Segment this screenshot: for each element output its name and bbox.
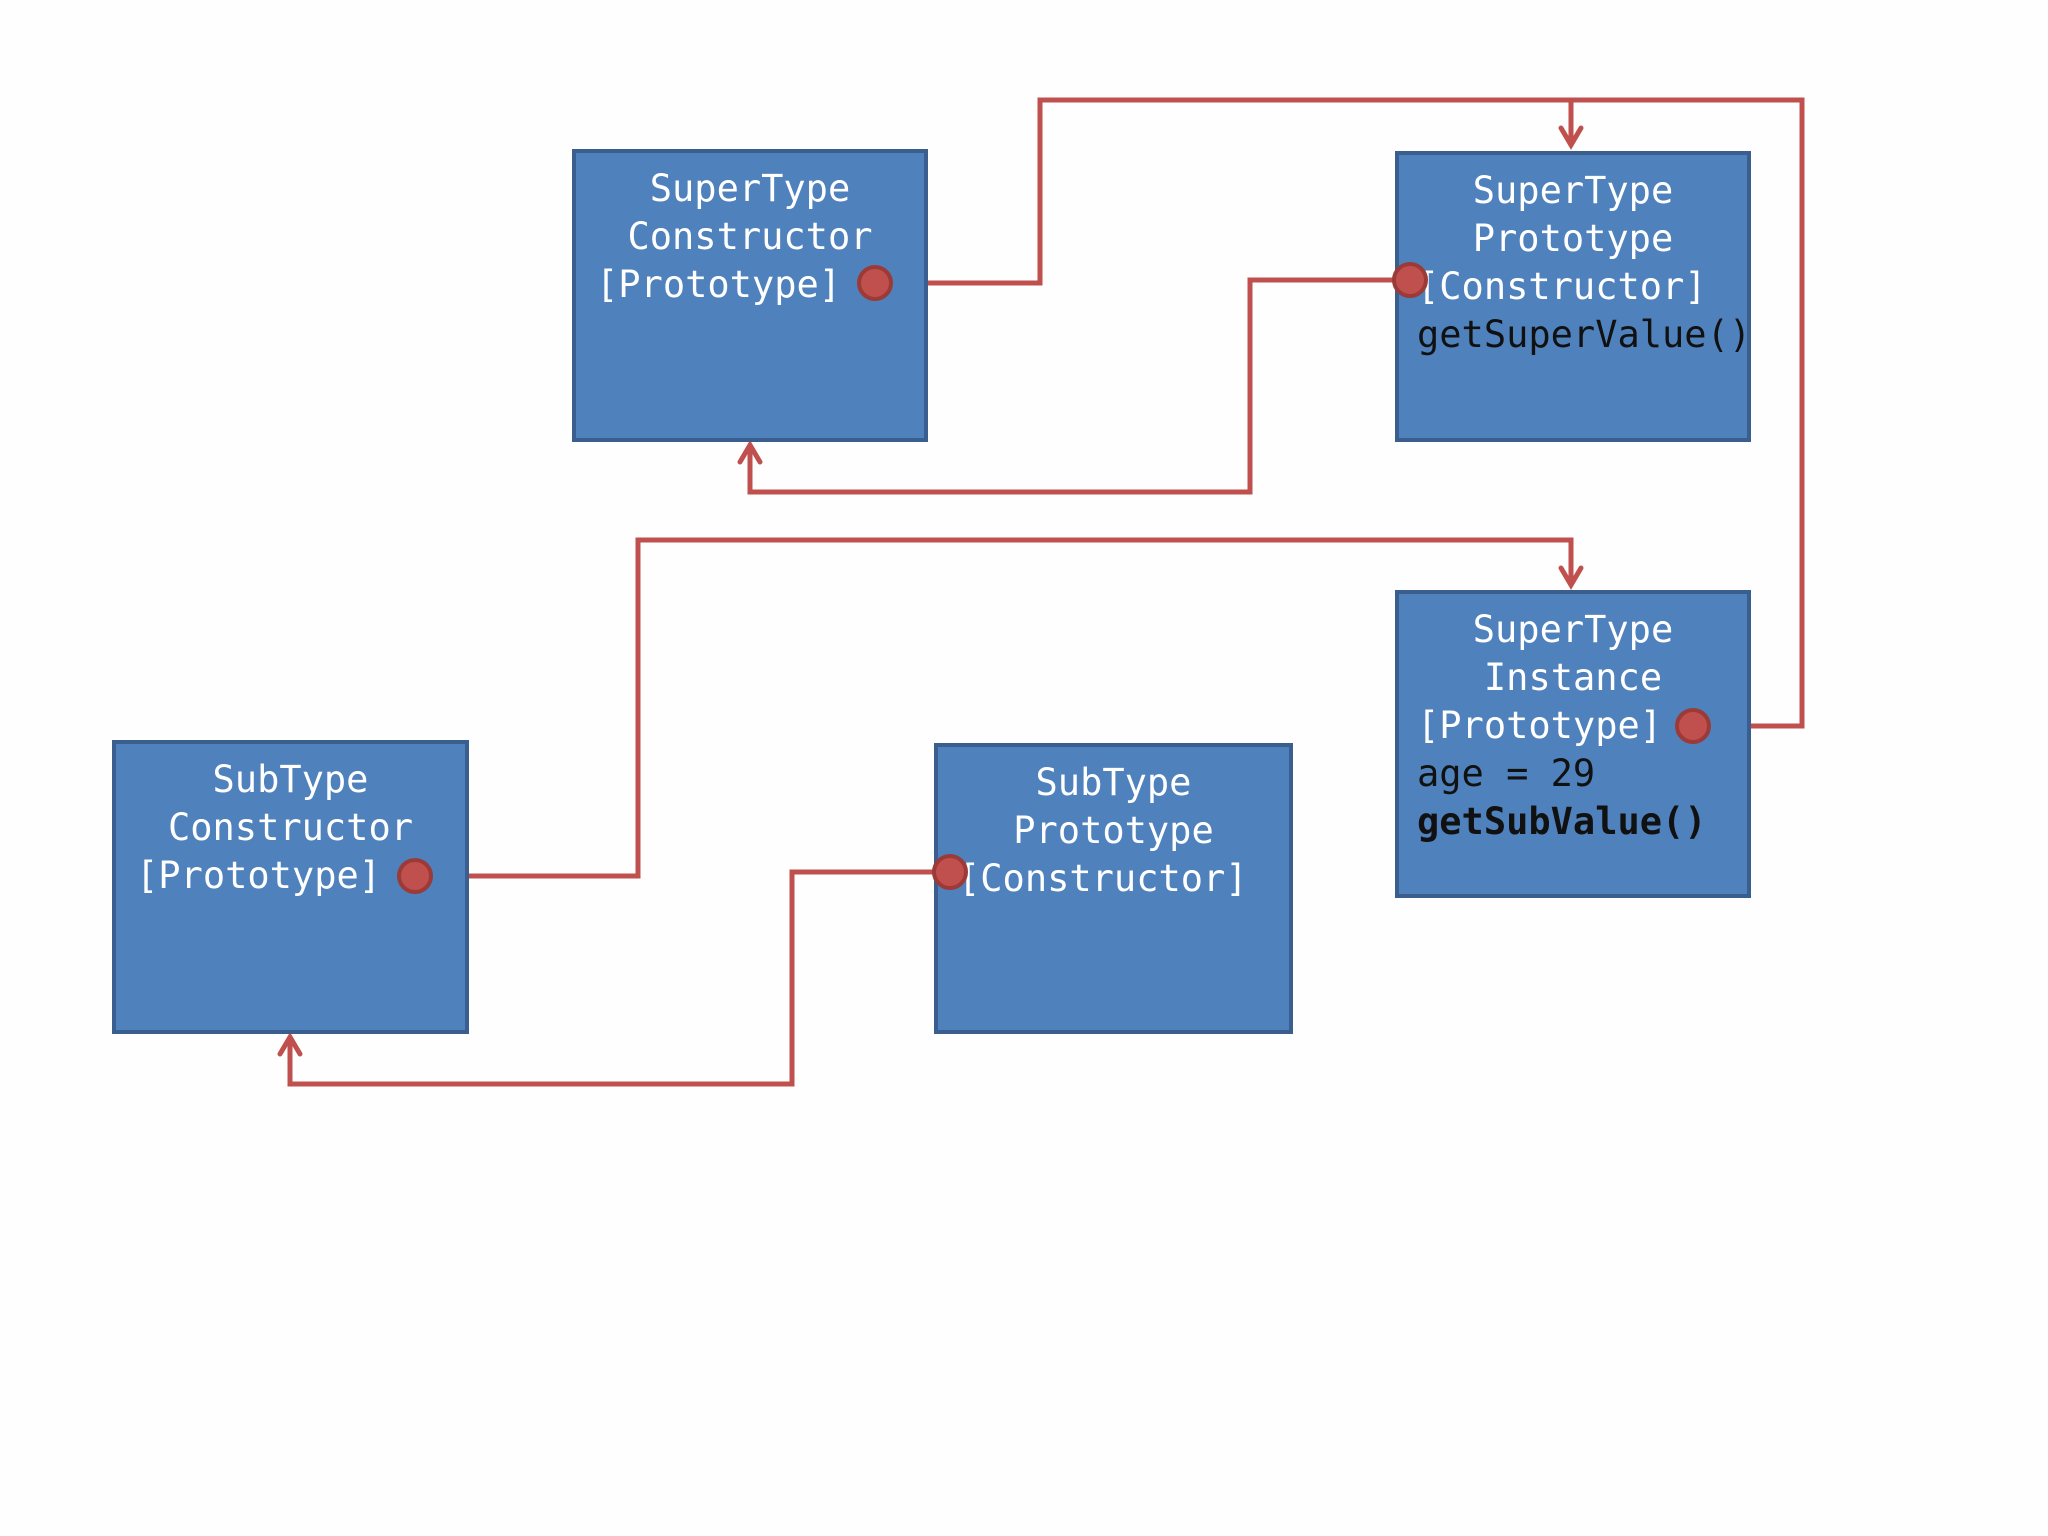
box-title-line: Constructor bbox=[167, 806, 414, 849]
constructor-field: [Constructor] bbox=[1417, 265, 1707, 308]
box-title-line: Prototype bbox=[1472, 217, 1674, 260]
arrowhead-supertype-prototype-top bbox=[1558, 125, 1584, 150]
supertype-instance-box: SuperType Instance [Prototype] age = 29 … bbox=[1395, 590, 1751, 898]
box-title-line: SubType bbox=[1035, 761, 1192, 804]
subtype-constructor-prototype-dot bbox=[397, 858, 433, 894]
supertype-constructor-box: SuperType Constructor [Prototype] bbox=[572, 149, 928, 442]
box-title-line: SuperType bbox=[649, 167, 851, 210]
prototype-field: [Prototype] bbox=[1417, 704, 1663, 747]
supertype-prototype-box: SuperType Prototype [Constructor] getSup… bbox=[1395, 151, 1751, 442]
constructor-field: [Constructor] bbox=[958, 857, 1248, 900]
box-title-line: Prototype bbox=[1013, 809, 1214, 852]
prototype-field: [Prototype] bbox=[136, 854, 382, 897]
supertype-constructor-prototype-dot bbox=[857, 265, 893, 301]
method-field: getSuperValue() bbox=[1417, 313, 1752, 356]
supertype-prototype-constructor-dot bbox=[1392, 262, 1428, 298]
connector-supertype-prototype-to-constructor bbox=[747, 277, 1410, 495]
subtype-prototype-box: SubType Prototype [Constructor] bbox=[934, 743, 1293, 1034]
box-title-line: SuperType bbox=[1472, 169, 1674, 212]
connector-subtype-prototype-to-constructor bbox=[287, 869, 950, 1087]
box-title-line: Constructor bbox=[627, 215, 873, 258]
arrowhead-subtype-constructor-bottom bbox=[277, 1032, 303, 1057]
box-title-line: SuperType bbox=[1472, 608, 1674, 651]
box-title-line: Instance bbox=[1483, 656, 1663, 699]
arrowhead-supertype-constructor-bottom bbox=[737, 440, 763, 465]
supertype-instance-prototype-dot bbox=[1675, 708, 1711, 744]
connector-subtype-constructor-to-instance bbox=[415, 537, 1574, 879]
connector-supertype-constructor-to-prototype bbox=[875, 97, 1574, 286]
box-title-line: SubType bbox=[212, 758, 369, 801]
arrowhead-supertype-instance-top bbox=[1558, 565, 1584, 590]
prototype-field: [Prototype] bbox=[596, 263, 842, 306]
method-field: getSubValue() bbox=[1417, 800, 1707, 843]
property-field: age = 29 bbox=[1417, 752, 1596, 795]
subtype-prototype-constructor-dot bbox=[932, 854, 968, 890]
